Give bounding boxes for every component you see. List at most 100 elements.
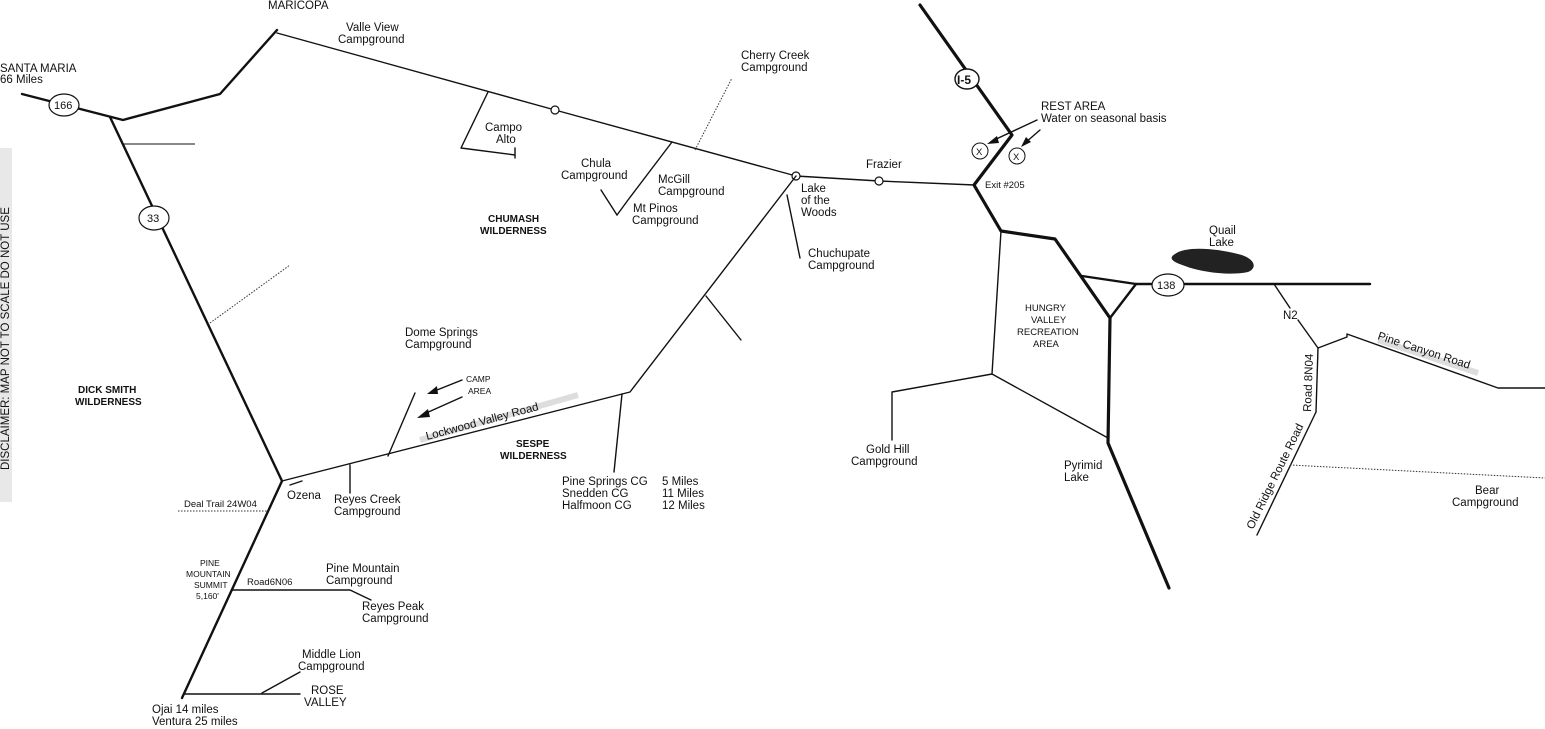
label-reyes-peak-2: Campground xyxy=(362,613,428,625)
label-santa-maria: SANTA MARIA xyxy=(0,63,77,75)
label-lake-woods-3: Woods xyxy=(801,207,837,219)
rest-area-marker-1 xyxy=(971,142,989,160)
label-quail-1: Quail xyxy=(1209,225,1236,237)
shield-166-label: 166 xyxy=(54,100,72,112)
disclaimer-strip xyxy=(0,148,12,502)
label-santa-maria-dist: 66 Miles xyxy=(0,74,43,86)
label-hungry-2: VALLEY xyxy=(1031,315,1067,326)
shield-138-label: 138 xyxy=(1157,280,1175,292)
rest-area-marker-2 xyxy=(1008,147,1026,165)
label-pyramid-1: Pyrimid xyxy=(1064,460,1102,472)
junction-valle-view xyxy=(550,105,560,115)
label-pine-mtn-1: PINE xyxy=(200,558,220,568)
label-dick-smith-1: DICK SMITH xyxy=(78,385,136,396)
label-valle-view-2: Campground xyxy=(338,34,404,46)
pine-springs-road xyxy=(613,393,623,473)
rest-arrow-2-head xyxy=(1021,137,1031,147)
label-halfmoon-dist: 12 Miles xyxy=(662,500,705,512)
label-campo-alto-1: Campo xyxy=(485,122,522,134)
label-gold-hill-1: Gold Hill xyxy=(866,444,909,456)
label-chumash-1: CHUMASH xyxy=(488,214,539,225)
label-rest-area-2: Water on seasonal basis xyxy=(1041,113,1167,125)
camp-arrow-2 xyxy=(423,396,463,415)
label-quail-2: Lake xyxy=(1209,237,1234,249)
label-rest-area-1: REST AREA xyxy=(1041,101,1106,113)
label-reyes-peak-1: Reyes Peak xyxy=(362,601,424,613)
label-middle-lion-2: Campground xyxy=(298,661,364,673)
label-mcgill-2: Campground xyxy=(658,186,724,198)
label-pine-mtn-3: SUMMIT xyxy=(194,580,228,590)
label-chuchupate-1: Chuchupate xyxy=(808,248,870,260)
label-valle-view-1: Valle View xyxy=(346,22,399,34)
label-cherry-creek-2: Campground xyxy=(741,62,807,74)
dome-springs-road xyxy=(387,392,416,457)
label-snedden-dist: 11 Miles xyxy=(662,488,704,500)
shield-i5-label: I-5 xyxy=(957,73,971,87)
road-8n04 xyxy=(1315,347,1319,413)
cherry-creek-leader xyxy=(694,77,733,151)
shield-33-label: 33 xyxy=(147,213,159,225)
label-dick-smith-2: WILDERNESS xyxy=(75,397,142,408)
label-chumash-2: WILDERNESS xyxy=(480,226,547,237)
label-pine-canyon: Pine Canyon Road xyxy=(1376,330,1472,371)
deal-trail-link xyxy=(267,493,277,512)
label-pine-springs-dist: 5 Miles xyxy=(662,476,699,488)
road-n2-south xyxy=(1297,319,1319,349)
interstate-5 xyxy=(918,3,1171,590)
label-hungry-4: AREA xyxy=(1033,339,1060,350)
label-hungry-3: RECREATION xyxy=(1017,327,1079,338)
label-chula-1: Chula xyxy=(581,158,612,170)
shield-166 xyxy=(48,93,80,117)
label-snedden: Snedden CG xyxy=(562,488,629,500)
campo-alto-road xyxy=(460,91,516,156)
label-rose-2: VALLEY xyxy=(304,697,347,709)
label-maricopa: MARICOPA xyxy=(268,0,329,12)
mt-pinos-spur xyxy=(600,189,618,216)
label-middle-lion-1: Middle Lion xyxy=(302,649,361,661)
label-road-6n06: Road6N06 xyxy=(247,577,292,588)
rest-arrow-1 xyxy=(991,119,1038,142)
ozena-tick xyxy=(289,480,303,486)
label-exit: Exit #205 xyxy=(985,180,1025,191)
road-n2 xyxy=(1273,283,1291,309)
mt-pinos-road xyxy=(616,141,673,216)
quail-lake xyxy=(1171,248,1254,274)
lockwood-valley-road xyxy=(281,175,797,482)
label-ozena: Ozena xyxy=(287,490,321,502)
label-lake-woods-1: Lake xyxy=(801,183,826,195)
label-pine-mtn-2: MOUNTAIN xyxy=(186,569,231,579)
spur-lockwood xyxy=(705,295,742,341)
label-camp-area-1: CAMP xyxy=(466,374,491,384)
label-lake-woods-2: of the xyxy=(801,195,830,207)
label-deal-trail: Deal Trail 24W04 xyxy=(184,499,257,510)
label-campo-alto-2: Alto xyxy=(496,134,516,146)
label-camp-area-2: AREA xyxy=(468,386,491,396)
label-cherry-creek-1: Cherry Creek xyxy=(741,50,810,62)
rest-area-marker-2-label: X xyxy=(1013,152,1020,163)
pine-canyon-road xyxy=(1317,333,1545,389)
shield-i5 xyxy=(954,68,980,90)
camp-arrow-1-head xyxy=(427,386,438,394)
lockwood-shadow xyxy=(419,392,579,443)
disclaimer-text: DISCLAIMER: MAP NOT TO SCALE DO NOT USE xyxy=(0,207,12,470)
label-mt-pinos-1: Mt Pinos xyxy=(633,203,678,215)
label-mcgill-1: McGill xyxy=(658,174,690,186)
label-pine-mtn-4: 5,160' xyxy=(196,591,219,601)
label-old-ridge: Old Ridge Route Road xyxy=(1245,422,1307,531)
label-pine-mtn-cg-1: Pine Mountain xyxy=(326,563,400,575)
rest-arrow-1-head xyxy=(987,136,999,144)
shield-138 xyxy=(1151,273,1185,297)
gold-hill-road xyxy=(891,373,993,441)
label-road-8n04: Road 8N04 xyxy=(1302,353,1316,412)
junction-frazier xyxy=(874,176,884,186)
road-6n06 xyxy=(231,589,372,601)
label-pyramid-2: Lake xyxy=(1064,472,1089,484)
label-ventura: Ventura 25 miles xyxy=(152,716,238,728)
label-lockwood: Lockwood Valley Road xyxy=(425,401,540,443)
label-chuchupate-2: Campground xyxy=(808,260,874,272)
label-hungry-1: HUNGRY xyxy=(1025,303,1067,314)
label-frazier: Frazier xyxy=(866,159,902,171)
middle-lion-road xyxy=(261,671,301,694)
chuchupate-road xyxy=(786,194,801,259)
